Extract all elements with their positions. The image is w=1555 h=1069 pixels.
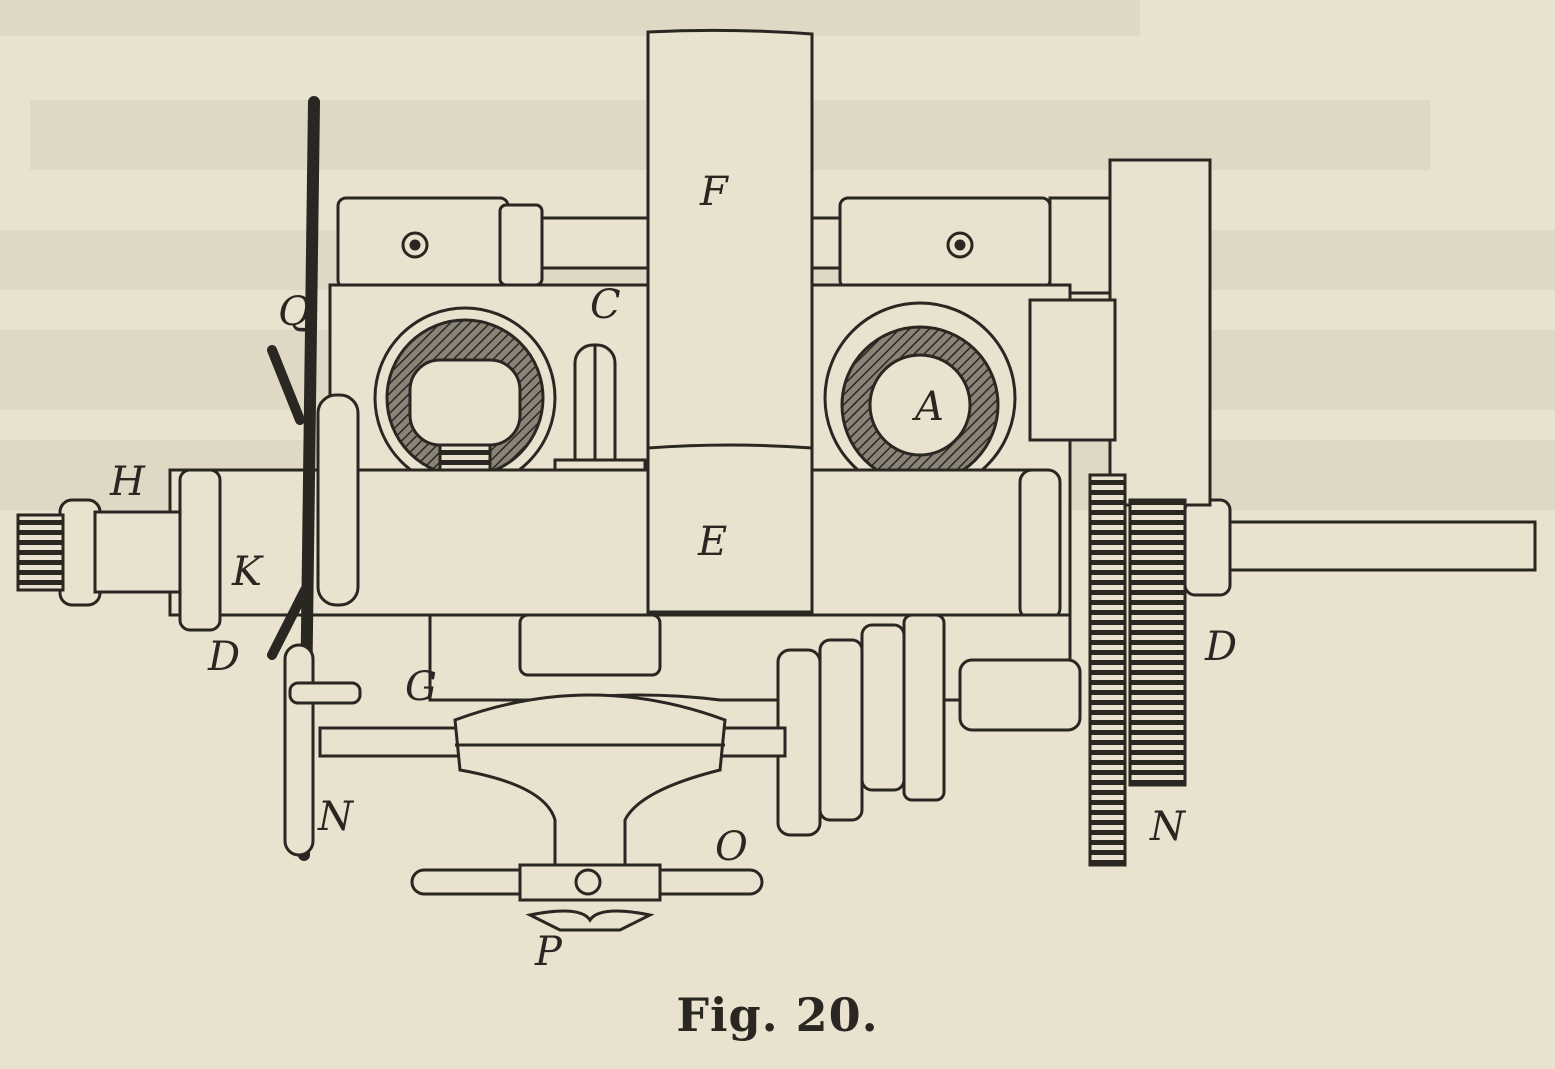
figure-caption: Fig. 20. [676, 988, 879, 1042]
label-c: C [590, 282, 621, 328]
handwheel-n [283, 643, 315, 857]
machine-body [16, 28, 1537, 932]
wing-nut-p [525, 909, 655, 932]
label-f: F [699, 169, 729, 215]
label-d-right: D [1204, 624, 1237, 670]
letter-labels: F C Q A E H K D D G N N O P [109, 169, 1237, 975]
label-d-left: D [207, 634, 240, 680]
right-bearing-housing [838, 196, 1052, 290]
label-p: P [534, 929, 563, 975]
label-h: H [109, 459, 146, 505]
label-e: E [697, 519, 727, 565]
label-n-right: N [1149, 804, 1187, 850]
label-a: A [911, 384, 944, 430]
gear-small [1128, 498, 1187, 787]
column-f [646, 28, 814, 614]
label-q: Q [278, 289, 311, 335]
right-column [1108, 158, 1212, 507]
pedestal [453, 693, 727, 872]
label-g: G [405, 664, 437, 710]
label-n-left: N [317, 794, 355, 840]
disc-left [316, 393, 360, 607]
gear-large [1088, 473, 1127, 867]
right-shaft [1213, 520, 1537, 572]
label-o: O [715, 824, 748, 870]
label-k: K [231, 549, 264, 595]
